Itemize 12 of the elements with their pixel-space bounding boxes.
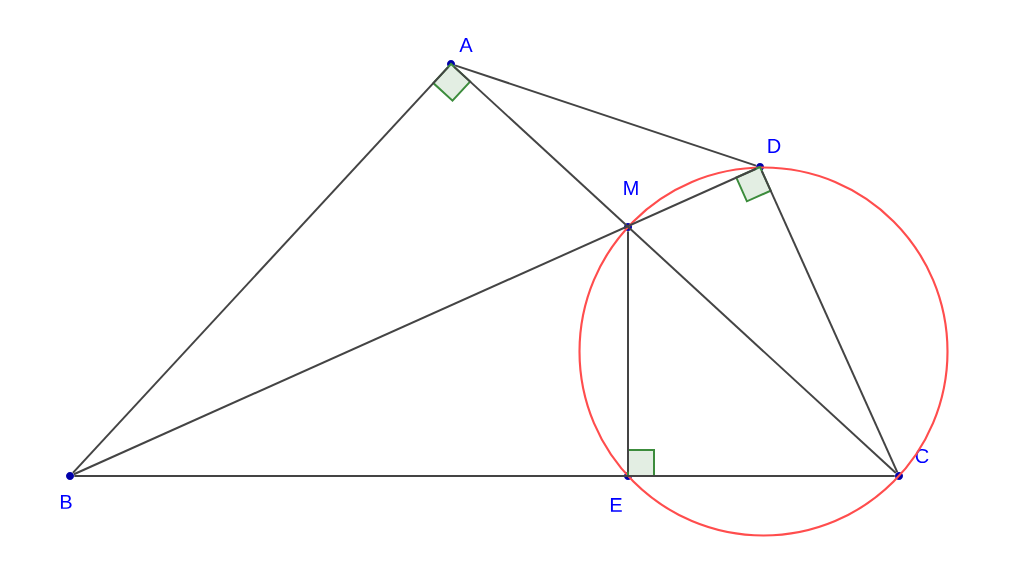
line-segment [71, 66, 450, 474]
point-label: D [768, 139, 781, 153]
line-segment [73, 475, 896, 477]
point-label: M [624, 181, 638, 195]
point-label: B [60, 495, 72, 509]
point-label: E [610, 498, 622, 512]
line-segment [453, 65, 897, 475]
line-segment [760, 169, 899, 474]
line-segment [72, 167, 758, 476]
line-segment [627, 230, 629, 473]
point-label: A [459, 38, 473, 52]
line-segment [454, 64, 757, 167]
